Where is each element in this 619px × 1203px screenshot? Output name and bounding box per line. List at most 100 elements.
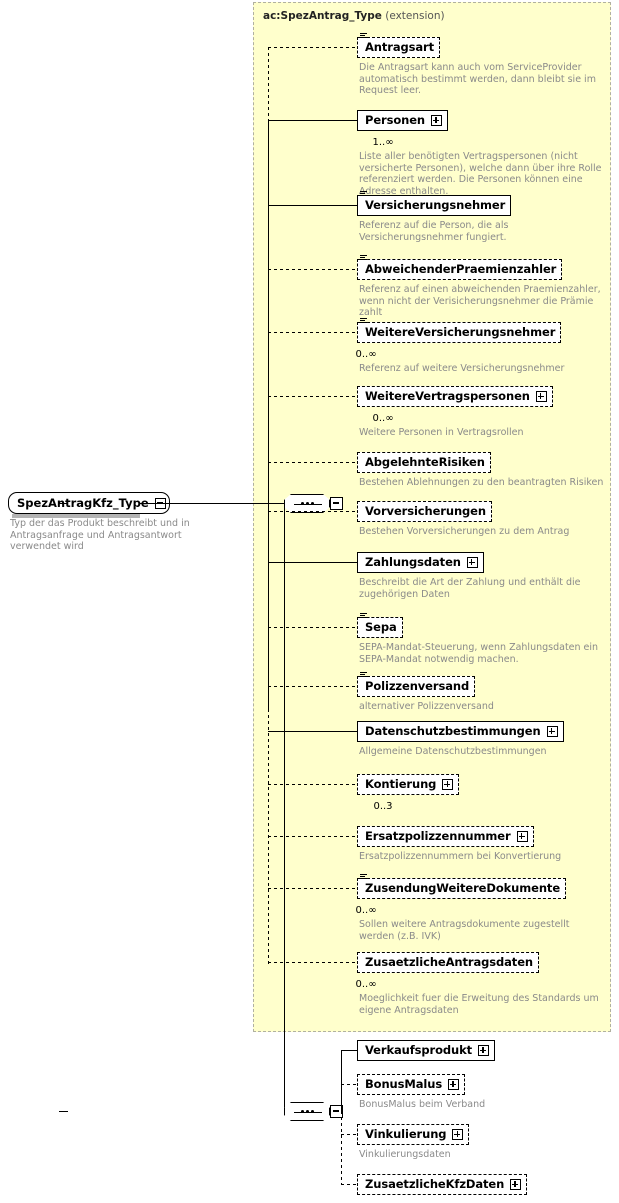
root-type-description: Typ der das Produkt beschreibt und in An… bbox=[10, 518, 190, 552]
cardinality-label: 0..∞ bbox=[372, 413, 394, 424]
element-box-zusaetzlichekfzdaten[interactable]: ZusaetzlicheKfzDaten bbox=[357, 1174, 528, 1195]
element-connector-line bbox=[341, 1084, 357, 1085]
expand-plus-icon[interactable] bbox=[452, 1129, 464, 1140]
element-label: ZusaetzlicheKfzDaten bbox=[365, 1176, 505, 1191]
extension-type-name: ac:SpezAntrag_Type bbox=[263, 10, 382, 22]
root-type-box[interactable]: SpezAntragKfz_Type bbox=[8, 492, 170, 514]
element-description: Bestehen Ablehnungen zu den beantragten … bbox=[359, 477, 604, 488]
element-box-weiterevertragspersonen[interactable]: WeitereVertragspersonen bbox=[357, 386, 553, 407]
element-box-abgelehnterisiken[interactable]: AbgelehnteRisiken bbox=[357, 452, 491, 473]
element-box-kontierung[interactable]: Kontierung bbox=[357, 774, 460, 795]
element-description: Bestehen Vorversicherungen zu dem Antrag bbox=[359, 526, 570, 537]
minus-icon[interactable] bbox=[330, 1105, 343, 1118]
element-box-bonusmalus[interactable]: BonusMalus bbox=[357, 1074, 466, 1095]
element-label: Antragsart bbox=[365, 39, 435, 54]
element-description: Ersatzpolizzennummern bei Konvertierung bbox=[359, 851, 562, 862]
cardinality-label: 0..∞ bbox=[355, 905, 377, 916]
element-description: Weitere Personen in Vertragsrollen bbox=[359, 427, 524, 438]
element-box-ersatzpolizzennummer[interactable]: Ersatzpolizzennummer bbox=[357, 826, 534, 847]
element-box-zahlungsdaten[interactable]: Zahlungsdaten bbox=[357, 552, 484, 573]
element-connector-line bbox=[268, 332, 357, 333]
element-label: Sepa bbox=[365, 619, 397, 634]
element-node: ZusendungWeitereDokumente bbox=[357, 874, 567, 899]
trunk-dashed-top bbox=[268, 47, 269, 120]
element-box-antragsart[interactable]: Antragsart bbox=[357, 33, 441, 58]
element-label: AbgelehnteRisiken bbox=[365, 454, 485, 469]
element-box-datenschutzbestimmungen[interactable]: Datenschutzbestimmungen bbox=[357, 721, 564, 742]
cardinality-chevron-icon bbox=[366, 407, 375, 412]
element-connector-line bbox=[268, 627, 357, 628]
element-box-verkaufsprodukt[interactable]: Verkaufsprodukt bbox=[357, 1040, 496, 1061]
element-box-polizzenversand[interactable]: Polizzenversand bbox=[357, 672, 476, 697]
element-box-abweichenderpraemienzahler[interactable]: AbweichenderPraemienzahler bbox=[357, 255, 563, 280]
expand-plus-icon[interactable] bbox=[516, 831, 528, 842]
element-connector-line bbox=[268, 462, 357, 463]
element-box-versicherungsnehmer[interactable]: Versicherungsnehmer bbox=[357, 191, 512, 216]
element-description: Referenz auf weitere Versicherungsnehmer bbox=[359, 363, 565, 374]
element-connector-line bbox=[268, 784, 357, 785]
sequence2-out-line bbox=[59, 1111, 68, 1112]
extension-panel-title: ac:SpezAntrag_Type (extension) bbox=[263, 10, 445, 22]
attributes-icon bbox=[360, 191, 367, 197]
trunk-solid bbox=[268, 120, 269, 709]
element-box-weitereversicherungsnehmer[interactable]: WeitereVersicherungsnehmer bbox=[357, 318, 562, 343]
sequence-icon bbox=[284, 1102, 330, 1121]
element-connector-line bbox=[268, 562, 357, 563]
cardinality-chevron-icon bbox=[349, 343, 358, 348]
element-connector-line bbox=[268, 511, 357, 512]
element-connector-line bbox=[268, 120, 357, 121]
minus-icon[interactable] bbox=[330, 497, 343, 510]
expand-plus-icon[interactable] bbox=[510, 1179, 522, 1190]
expand-plus-icon[interactable] bbox=[448, 1079, 460, 1090]
trunk2-dashed bbox=[341, 1111, 342, 1185]
element-description: Moeglichkeit fuer die Erweitung des Stan… bbox=[359, 993, 599, 1016]
attributes-icon bbox=[360, 255, 367, 261]
expand-plus-icon[interactable] bbox=[546, 726, 558, 737]
expand-plus-icon[interactable] bbox=[431, 115, 443, 126]
cardinality-chevron-icon bbox=[366, 131, 375, 136]
element-node: Sepa bbox=[357, 613, 403, 638]
element-description: SEPA-Mandat-Steuerung, wenn Zahlungsdate… bbox=[359, 642, 599, 665]
element-node: WeitereVersicherungsnehmer bbox=[357, 318, 562, 343]
element-description: BonusMalus beim Verband bbox=[359, 1099, 486, 1110]
element-node: Versicherungsnehmer bbox=[357, 191, 512, 216]
element-box-zusaetzlicheantragsdaten[interactable]: ZusaetzlicheAntragsdaten bbox=[357, 952, 539, 973]
element-label: Zahlungsdaten bbox=[365, 554, 461, 569]
element-node: Personen bbox=[357, 110, 449, 131]
element-connector-line bbox=[268, 731, 357, 732]
trunk-dashed-bottom bbox=[268, 709, 269, 967]
element-connector-line bbox=[268, 269, 357, 270]
expand-plus-icon[interactable] bbox=[535, 391, 547, 402]
element-label: Personen bbox=[365, 112, 426, 127]
element-description: Referenz auf die Person, die als Versich… bbox=[359, 220, 509, 243]
extension-qualifier: (extension) bbox=[385, 10, 445, 22]
element-box-personen[interactable]: Personen bbox=[357, 110, 449, 131]
attributes-icon bbox=[360, 33, 367, 39]
element-node: Zahlungsdaten bbox=[357, 552, 484, 573]
element-connector-line bbox=[268, 396, 357, 397]
element-node: AbgelehnteRisiken bbox=[357, 452, 491, 473]
expand-plus-icon[interactable] bbox=[478, 1045, 490, 1056]
element-node: Vinkulierung bbox=[357, 1124, 470, 1145]
expand-plus-icon[interactable] bbox=[466, 557, 478, 568]
element-description: Beschreibt die Art der Zahlung und enthä… bbox=[359, 577, 581, 600]
cardinality-chevron-icon bbox=[349, 899, 358, 904]
element-label: Polizzenversand bbox=[365, 678, 470, 693]
element-box-zusendungweiteredokumente[interactable]: ZusendungWeitereDokumente bbox=[357, 874, 567, 899]
element-box-sepa[interactable]: Sepa bbox=[357, 613, 403, 638]
attributes-icon bbox=[360, 672, 367, 678]
element-connector-line bbox=[341, 1134, 357, 1135]
attributes-icon bbox=[360, 318, 367, 324]
expand-plus-icon[interactable] bbox=[442, 779, 454, 790]
element-connector-line bbox=[268, 47, 357, 48]
element-node: WeitereVertragspersonen bbox=[357, 386, 553, 407]
element-box-vinkulierung[interactable]: Vinkulierung bbox=[357, 1124, 470, 1145]
root-type-label: SpezAntragKfz_Type bbox=[17, 496, 149, 510]
element-box-vorversicherungen[interactable]: Vorversicherungen bbox=[357, 501, 492, 522]
element-node: ZusaetzlicheAntragsdaten bbox=[357, 952, 539, 973]
element-connector-line bbox=[341, 1050, 357, 1051]
element-description: alternativer Polizzenversand bbox=[359, 701, 494, 712]
element-description: Allgemeine Datenschutzbestimmungen bbox=[359, 746, 547, 757]
element-node: Datenschutzbestimmungen bbox=[357, 721, 564, 742]
element-connector-line bbox=[268, 836, 357, 837]
